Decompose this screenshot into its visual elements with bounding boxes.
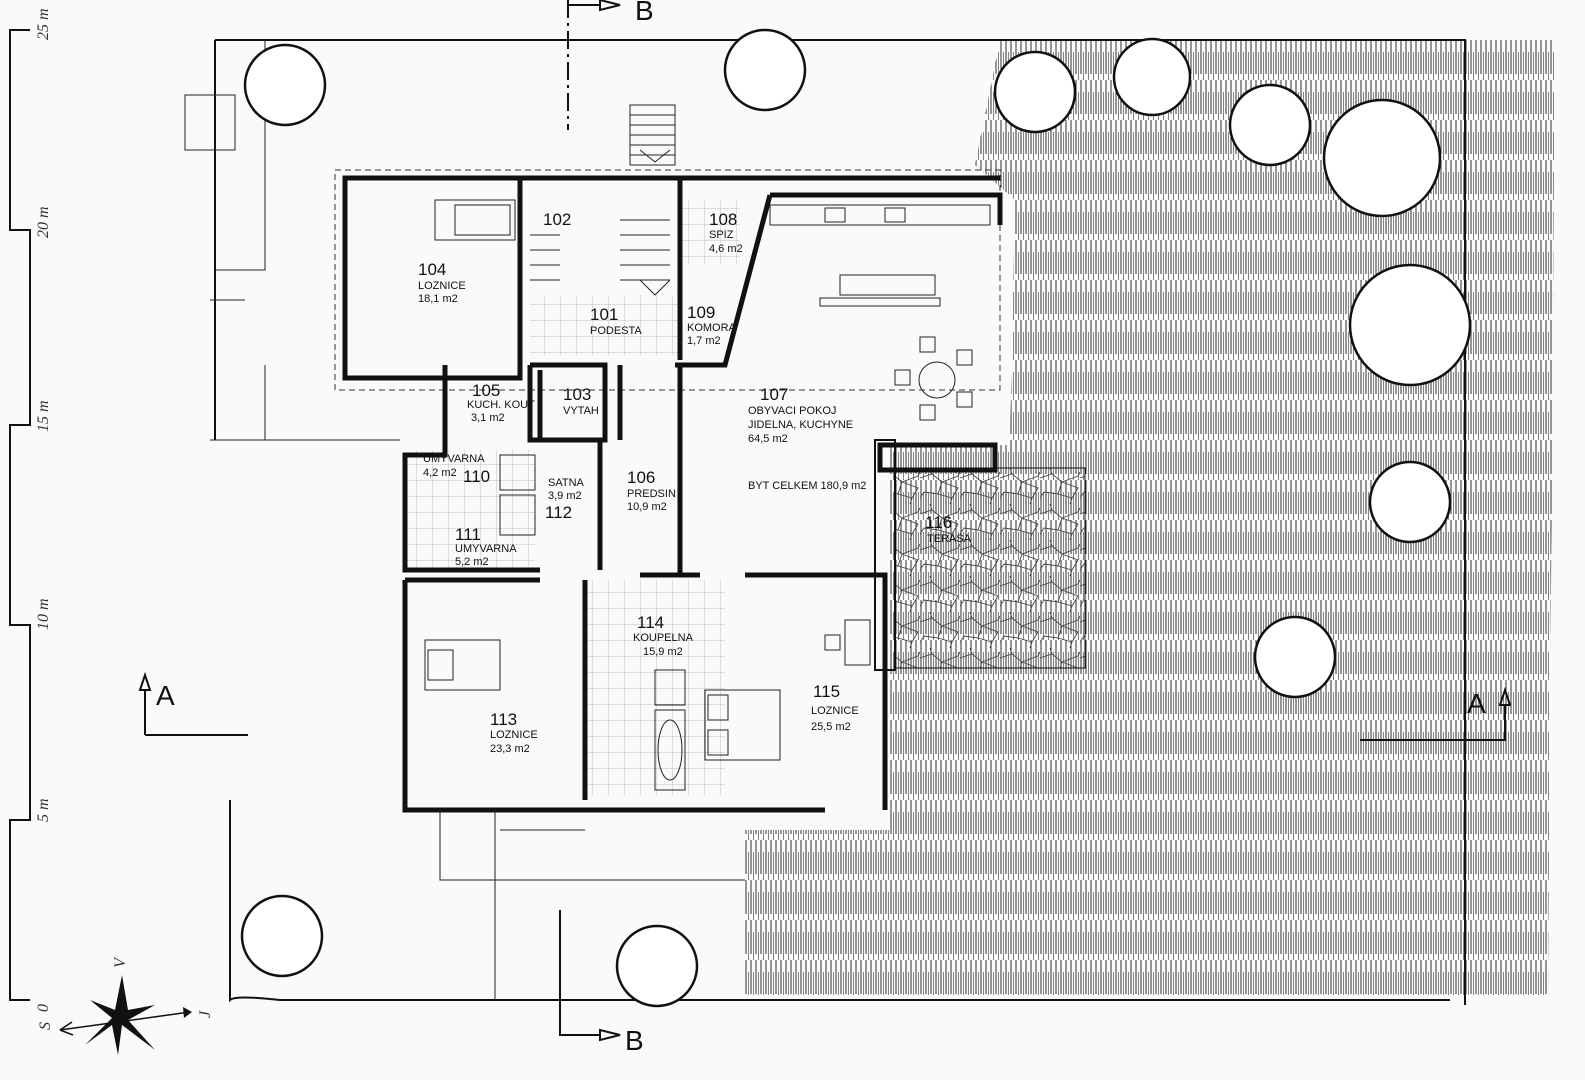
svg-text:SPIZ: SPIZ (709, 229, 734, 241)
svg-text:PODESTA: PODESTA (590, 325, 642, 337)
svg-text:25 m: 25 m (35, 8, 52, 40)
tree-icon (1253, 615, 1337, 699)
svg-text:5 m: 5 m (35, 798, 52, 822)
svg-text:J: J (197, 1010, 214, 1018)
svg-text:10 m: 10 m (35, 598, 52, 630)
svg-text:115: 115 (813, 682, 840, 701)
svg-text:25,5 m2: 25,5 m2 (811, 721, 851, 733)
svg-text:TERASA: TERASA (927, 533, 972, 545)
tree-icon (615, 924, 699, 1008)
svg-text:1,7 m2: 1,7 m2 (687, 335, 721, 347)
section-a-right: A (1467, 688, 1486, 719)
section-markers: B B A A (138, 0, 1512, 1056)
svg-text:KOMORA: KOMORA (687, 322, 737, 334)
svg-text:4,2 m2: 4,2 m2 (423, 467, 457, 479)
svg-text:UMYVARNA: UMYVARNA (455, 543, 517, 555)
furniture (184, 94, 991, 791)
svg-text:107: 107 (760, 385, 788, 404)
tree-icon (1348, 263, 1472, 387)
svg-text:108: 108 (709, 210, 737, 229)
total-area: BYT CELKEM 180,9 m2 (748, 480, 866, 492)
svg-text:15,9 m2: 15,9 m2 (643, 646, 683, 658)
svg-text:104: 104 (418, 260, 446, 279)
svg-text:20 m: 20 m (35, 206, 52, 238)
svg-text:64,5 m2: 64,5 m2 (748, 433, 788, 445)
svg-text:LOZNICE: LOZNICE (811, 705, 859, 717)
walls (334, 169, 1003, 1000)
svg-text:15 m: 15 m (35, 400, 52, 432)
svg-text:109: 109 (687, 303, 715, 322)
svg-text:116: 116 (925, 513, 952, 532)
svg-text:112: 112 (545, 503, 572, 522)
trees (240, 28, 1472, 1008)
svg-text:102: 102 (543, 210, 571, 229)
scale-bar: 0 5 m 10 m 15 m 20 m 25 m (9, 8, 52, 1012)
svg-text:5,2 m2: 5,2 m2 (455, 556, 489, 568)
svg-text:18,1 m2: 18,1 m2 (418, 293, 458, 305)
tree-icon (243, 43, 327, 127)
svg-text:3,9 m2: 3,9 m2 (548, 490, 582, 502)
svg-text:110: 110 (463, 467, 490, 486)
compass-rose-icon: S J V (37, 956, 214, 1055)
svg-text:114: 114 (637, 613, 664, 632)
svg-text:VYTAH: VYTAH (563, 405, 599, 417)
svg-text:113: 113 (490, 710, 517, 729)
svg-text:111: 111 (455, 525, 481, 544)
tree-icon (993, 50, 1077, 134)
section-b-bottom: B (625, 1025, 644, 1056)
tree-icon (240, 894, 324, 978)
svg-text:103: 103 (563, 385, 591, 404)
site-boundary (214, 39, 1466, 1005)
svg-text:KOUPELNA: KOUPELNA (633, 632, 694, 644)
svg-text:105: 105 (472, 381, 500, 400)
section-a-left: A (156, 680, 175, 711)
svg-text:106: 106 (627, 468, 655, 487)
svg-text:KUCH. KOUT: KUCH. KOUT (467, 399, 535, 411)
tree-icon (723, 28, 807, 112)
svg-text:LOZNICE: LOZNICE (418, 280, 466, 292)
svg-text:SATNA: SATNA (548, 477, 585, 489)
tree-icon (1112, 37, 1192, 117)
svg-text:JIDELNA, KUCHYNE: JIDELNA, KUCHYNE (748, 419, 853, 431)
garden-lawn (745, 40, 1555, 995)
terrace-paving (894, 467, 1086, 669)
section-b-top: B (635, 0, 654, 26)
staircase (530, 104, 676, 296)
tree-icon (1228, 83, 1312, 167)
svg-text:LOZNICE: LOZNICE (490, 729, 538, 741)
svg-text:UMYVARNA: UMYVARNA (423, 453, 485, 465)
svg-text:OBYVACI POKOJ: OBYVACI POKOJ (748, 405, 836, 417)
svg-text:0: 0 (35, 1004, 52, 1012)
svg-text:101: 101 (590, 305, 618, 324)
svg-text:10,9 m2: 10,9 m2 (627, 501, 667, 513)
svg-text:3,1 m2: 3,1 m2 (471, 412, 505, 424)
svg-text:23,3 m2: 23,3 m2 (490, 743, 530, 755)
svg-text:4,6 m2: 4,6 m2 (709, 243, 743, 255)
tree-icon (1368, 460, 1452, 544)
svg-text:S: S (37, 1022, 54, 1030)
tree-icon (1322, 98, 1442, 218)
svg-text:PREDSIN: PREDSIN (627, 488, 676, 500)
svg-text:V: V (112, 956, 129, 968)
